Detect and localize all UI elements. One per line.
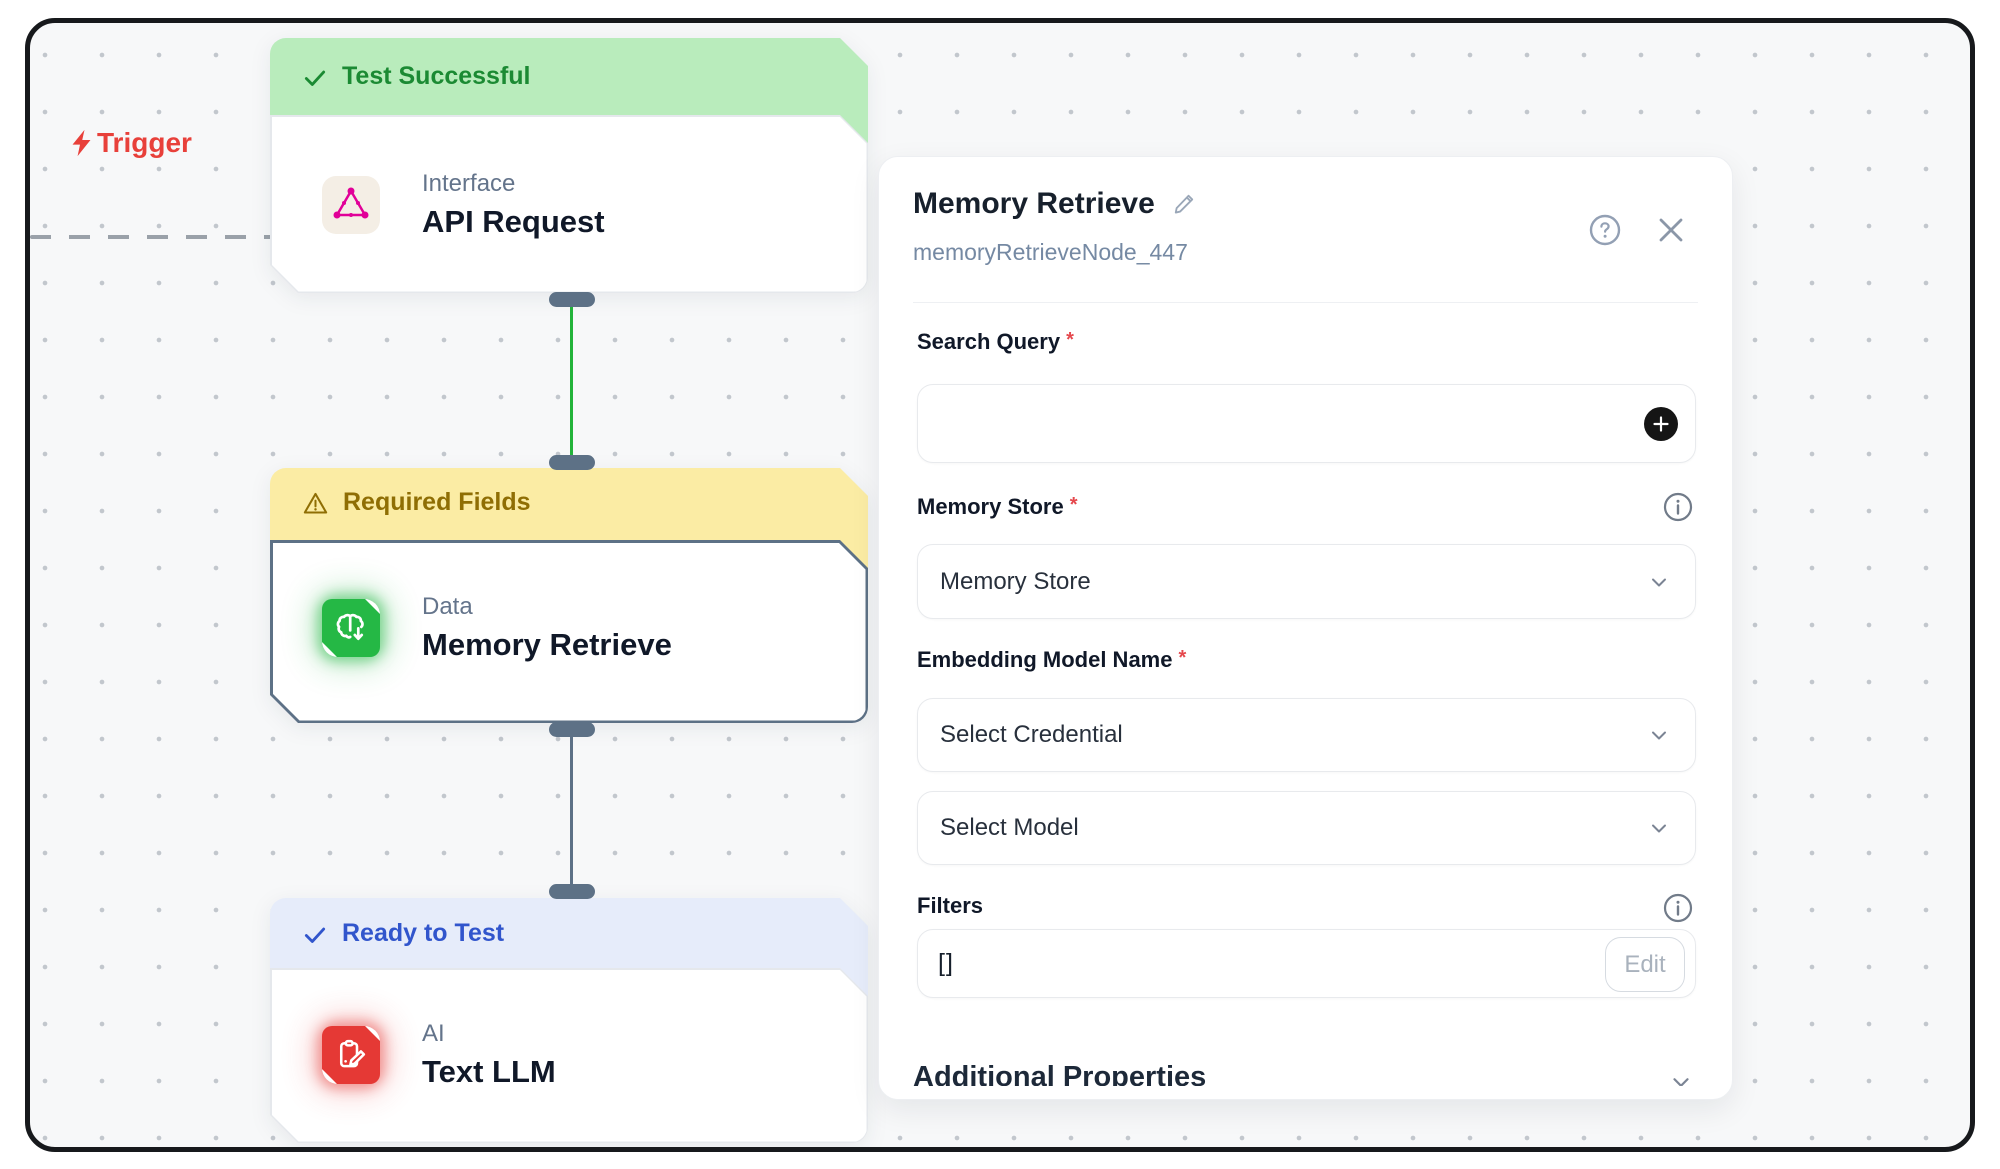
filters-value-box[interactable]: [] Edit [917,929,1696,998]
warning-icon [302,490,329,517]
embedding-model-label: Embedding Model Name* [917,647,1187,672]
trigger-edge-dashed [30,235,276,239]
filters-edit-button[interactable]: Edit [1605,937,1685,992]
node-title: Text LLM [422,1054,556,1089]
node-icon-wrap [322,599,380,657]
node-api-request[interactable]: Test Successful [270,38,868,293]
memory-store-selected-value: Memory Store [940,567,1091,595]
node-category: AI [422,1020,445,1047]
chevron-down-icon [1652,731,1666,740]
node-category: Data [422,593,473,620]
credential-selected-value: Select Credential [940,721,1123,748]
node-memory-retrieve[interactable]: Required Fields [270,468,868,723]
filters-label: Filters [917,893,984,918]
required-asterisk: * [1069,494,1078,516]
add-variable-button[interactable] [1644,407,1678,441]
workflow-canvas[interactable]: Trigger Test Successful [30,23,1970,1147]
input-port-memory-retrieve[interactable] [549,455,595,470]
memory-retrieve-icon [322,599,380,657]
close-icon[interactable] [1656,215,1686,245]
edge-memory-to-llm[interactable] [570,731,573,891]
filters-value: [] [938,949,954,977]
output-port-memory-retrieve[interactable] [549,722,595,737]
node-body[interactable]: Interface API Request [270,115,868,293]
required-asterisk: * [1178,647,1187,669]
divider [913,302,1698,303]
node-status-label: Test Successful [342,62,531,90]
trigger-label: Trigger [70,127,192,159]
edit-pencil-icon[interactable] [1171,191,1197,217]
node-id-label: memoryRetrieveNode_447 [913,239,1188,265]
required-asterisk: * [1066,329,1074,351]
panel-title: Memory Retrieve [913,187,1155,220]
node-config-panel: Memory Retrieve memoryRetrieveNode_447 [878,156,1733,1100]
model-selected-value: Select Model [940,814,1079,841]
node-status-label: Ready to Test [342,919,505,947]
check-icon [302,922,328,948]
node-icon-wrap [322,1026,380,1084]
node-text-llm[interactable]: Ready to Test [270,898,868,1143]
search-query-input[interactable] [917,384,1696,463]
additional-properties-label: Additional Properties [913,1061,1207,1086]
chevron-down-icon [1673,1078,1689,1086]
trigger-text: Trigger [97,127,192,158]
node-status-label: Required Fields [343,488,531,516]
node-body[interactable]: AI Text LLM [270,968,868,1143]
text-llm-icon [322,1026,380,1084]
output-port-api-request[interactable] [549,292,595,307]
memory-store-label: Memory Store* [917,494,1078,519]
lightning-bolt-icon [72,129,91,157]
model-select[interactable]: Select Model [917,791,1696,865]
node-body[interactable]: Data Memory Retrieve [270,540,868,723]
chevron-down-icon [1652,578,1666,586]
workflow-canvas-frame: Trigger Test Successful [25,18,1975,1152]
plus-icon [1653,416,1669,432]
node-title: Memory Retrieve [422,627,672,662]
node-title: API Request [422,204,605,239]
edge-api-to-memory[interactable] [570,301,573,461]
info-icon[interactable] [1663,492,1693,522]
memory-store-select[interactable]: Memory Store [917,544,1696,619]
additional-properties-section[interactable]: Additional Properties [913,1057,1698,1086]
node-category: Interface [422,170,516,197]
check-icon [302,65,328,91]
search-query-label: Search Query* [917,329,1074,354]
help-icon[interactable] [1589,214,1621,246]
node-icon-wrap [322,176,380,234]
input-port-text-llm[interactable] [549,884,595,899]
graphql-icon [322,176,380,234]
chevron-down-icon [1652,824,1666,833]
credential-select[interactable]: Select Credential [917,698,1696,772]
info-icon[interactable] [1663,893,1693,923]
